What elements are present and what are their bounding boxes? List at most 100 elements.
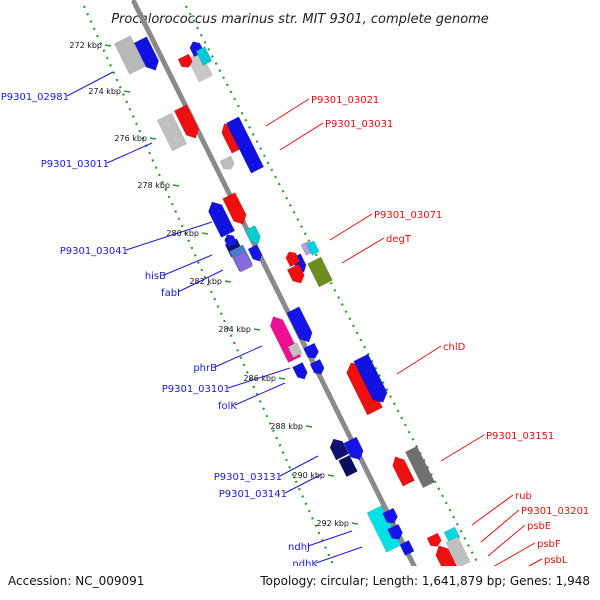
left-gene-label[interactable]: P9301_03141 [219,489,287,500]
left-gene-label[interactable]: folK [218,401,237,412]
gene-feature [156,112,188,152]
gene-feature [353,353,388,403]
right-label-leader [265,98,310,127]
accession-text: Accession: NC_009091 [8,574,144,588]
right-gene-label[interactable]: P9301_03071 [374,210,442,221]
left-label-leader [279,455,319,477]
ruler-label: 280 kbp [166,229,199,238]
forward-track-left [82,5,350,599]
ruler-tick [201,232,209,235]
ruler-tick [149,137,157,140]
left-label-leader [227,367,291,389]
right-gene-label[interactable]: psbL [544,555,568,566]
left-gene-label[interactable]: P9301_02981 [1,92,69,103]
right-gene-label[interactable]: P9301_03151 [486,431,554,442]
right-label-leader [487,524,526,557]
left-gene-label[interactable]: ndhK [292,559,318,570]
left-gene-label[interactable]: P9301_03011 [41,159,109,170]
left-gene-label[interactable]: P9301_03131 [214,472,282,483]
gene-feature [338,454,358,478]
ruler-tick [278,377,286,380]
right-label-leader [490,542,536,569]
left-label-leader [214,345,263,368]
left-gene-label[interactable]: ndhJ [288,542,310,553]
map-title: Prochlorococcus marinus str. MIT 9301, c… [111,12,489,27]
gene-feature [399,539,415,557]
gene-feature [329,438,350,461]
gene-feature [219,155,235,170]
gene-feature [387,523,403,540]
left-gene-label[interactable]: P9301_03041 [60,246,128,257]
ruler-tick [327,474,335,477]
right-gene-label[interactable]: psbF [537,539,561,550]
ruler-label: 292 kbp [316,519,349,528]
gene-feature [195,46,213,66]
gene-feature [306,240,320,256]
ruler-tick [351,522,359,525]
left-label-leader [307,530,353,547]
left-gene-label[interactable]: phrB [193,363,217,374]
ruler-tick [305,425,313,428]
right-label-leader [329,213,373,241]
ruler-tick [123,90,131,93]
right-gene-label[interactable]: P9301_03031 [325,119,393,130]
footer-band [0,566,600,600]
gene-feature [247,244,263,262]
right-gene-label[interactable]: rub [515,491,532,502]
gene-feature [208,201,236,238]
right-label-leader [279,122,324,151]
gene-feature [224,234,238,249]
right-label-leader [341,237,385,264]
gene-feature [309,358,325,375]
left-gene-label[interactable]: hisB [145,271,166,282]
gene-feature [222,192,247,225]
gene-feature [133,36,160,71]
left-gene-label[interactable]: P9301_03101 [162,384,230,395]
ruler-label: 286 kbp [243,374,276,383]
ruler-tick [172,184,180,187]
left-gene-label[interactable]: fabI [161,288,180,299]
ruler-tick [104,44,112,47]
ruler-label: 290 kbp [292,471,325,480]
right-gene-label[interactable]: P9301_03021 [311,95,379,106]
left-label-leader [125,221,213,251]
gene-feature [392,456,415,487]
right-label-leader [480,509,520,543]
gene-feature [307,256,333,288]
gene-feature [113,35,147,75]
left-label-leader [177,269,224,293]
ruler-tick [253,328,261,331]
gene-feature [287,341,303,359]
gene-feature [343,436,364,461]
gene-feature [292,361,308,380]
left-label-leader [234,382,286,406]
gene-feature [286,263,305,284]
gene-feature [285,251,301,268]
gene-feature [244,225,261,245]
left-label-leader [66,71,114,97]
right-label-leader [396,345,442,375]
gene-feature [303,342,319,359]
gene-features [113,35,471,578]
right-label-leader [471,494,514,526]
left-label-leader [315,546,363,564]
ruler-label: 284 kbp [218,325,251,334]
ruler-label: 272 kbp [69,41,102,50]
right-gene-label[interactable]: degT [386,234,412,245]
gene-feature [177,53,193,68]
ruler-label: 274 kbp [88,87,121,96]
gene-feature [286,306,313,343]
topology-summary: Topology: circular; Length: 1,641,879 bp… [259,574,590,588]
right-gene-label[interactable]: P9301_03201 [521,506,589,517]
right-gene-label[interactable]: psbE [527,521,551,532]
genome-backbone [131,0,433,600]
gene-feature [173,104,200,139]
ruler-tick [224,280,232,283]
gene-feature [233,251,253,273]
right-gene-label[interactable]: chlD [443,342,466,353]
right-label-leader [440,434,485,462]
left-label-leader [163,254,213,276]
